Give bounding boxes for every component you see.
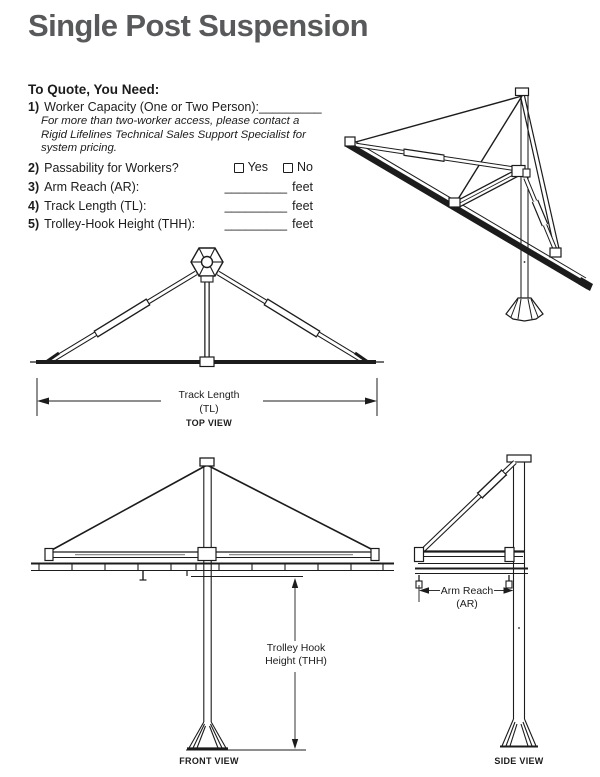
track-length-dim-abbr: (TL)	[199, 403, 218, 415]
item-number: 1)	[28, 100, 40, 114]
worker-capacity-blank-line: _________	[259, 100, 322, 114]
item-label: Track Length (TL):	[44, 199, 147, 213]
unit-label: feet	[292, 217, 313, 231]
item-number: 2)	[28, 161, 40, 175]
side-view-drawing: Arm Reach (AR) SIDE VIEW	[413, 454, 544, 766]
yes-checkbox	[233, 162, 244, 173]
page-title: Single Post Suspension	[28, 8, 369, 43]
arm-reach-dim-abbr: (AR)	[456, 598, 478, 610]
track-length-blank-line: _________	[224, 199, 288, 213]
passability-no-option: No	[283, 160, 313, 174]
side-view-caption: SIDE VIEW	[494, 756, 543, 766]
isometric-view-drawing	[344, 87, 593, 322]
note-line: system pricing.	[41, 142, 117, 154]
passability-yes-option: Yes	[233, 160, 269, 174]
note-line: Rigid Lifelines Technical Sales Support …	[41, 128, 306, 141]
item-number: 5)	[28, 217, 40, 231]
trolley-hook-height-dim-label: Trolley Hook	[267, 642, 326, 654]
yes-label: Yes	[247, 160, 269, 174]
arm-reach-blank-line: _________	[224, 180, 288, 194]
item-number: 3)	[28, 180, 40, 194]
no-label: No	[297, 160, 313, 174]
top-view-caption: TOP VIEW	[186, 418, 232, 428]
quote-item-trolley-hook-height: 5) Trolley-Hook Height (THH): _________ …	[28, 217, 313, 231]
trolley-hook-height-dim-abbr: Height (THH)	[265, 655, 327, 667]
no-checkbox	[283, 162, 294, 173]
top-view-drawing: Track Length (TL) TOP VIEW	[30, 247, 384, 428]
front-view-drawing: Trolley Hook Height (THH) FRONT VIEW	[31, 457, 394, 766]
item-number: 4)	[28, 199, 40, 213]
unit-label: feet	[292, 199, 313, 213]
track-length-dim-label: Track Length	[179, 389, 240, 401]
item-label: Arm Reach (AR):	[44, 180, 140, 194]
item-label: Trolley-Hook Height (THH):	[44, 217, 196, 231]
trolley-hook-height-blank-line: _________	[224, 217, 288, 231]
worker-capacity-note: For more than two-worker access, please …	[41, 115, 306, 156]
item-label: Passability for Workers?	[44, 161, 179, 175]
front-view-caption: FRONT VIEW	[179, 756, 239, 766]
quote-item-arm-reach: 3) Arm Reach (AR): _________ feet	[28, 180, 313, 194]
unit-label: feet	[292, 180, 313, 194]
arm-reach-dim-label: Arm Reach	[441, 585, 494, 597]
quote-item-track-length: 4) Track Length (TL): _________ feet	[28, 199, 313, 213]
quote-form-heading: To Quote, You Need:	[28, 82, 160, 97]
quote-item-passability: 2) Passability for Workers? Yes No	[28, 160, 313, 175]
quote-item-worker-capacity: 1) Worker Capacity (One or Two Person): …	[28, 100, 322, 114]
item-label: Worker Capacity (One or Two Person):	[44, 100, 260, 114]
note-line: For more than two-worker access, please …	[41, 115, 300, 127]
